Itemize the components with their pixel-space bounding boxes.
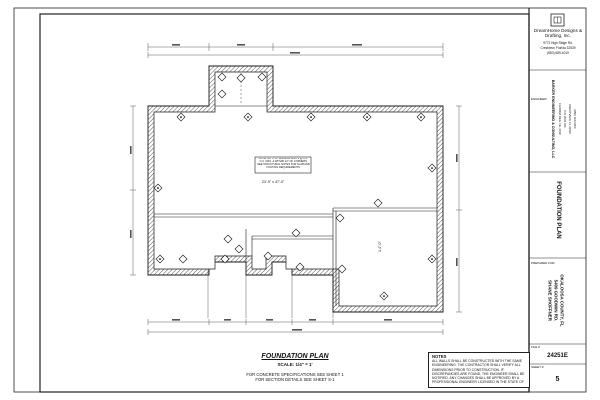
sheet-number: 5	[555, 376, 560, 383]
title-block-grid	[529, 69, 586, 365]
dimension-lines	[130, 43, 462, 335]
engineer-details-4: (850) 000-0000	[573, 109, 577, 129]
company-address-2: Crestview, Florida 32539	[540, 46, 576, 50]
sheet-title: FOUNDATION PLAN	[555, 181, 561, 239]
engineer-label: ENGINEER	[531, 97, 547, 101]
notes-body: ALL WALLS SHALL BE CONSTRUCTED WITH THE …	[432, 359, 525, 385]
detail-marker-centers	[157, 116, 433, 297]
engineer-details-2: P.O. BOX 000	[563, 110, 567, 128]
center-note-box	[254, 156, 312, 174]
foundation-wall	[147, 65, 444, 313]
plan-scale: SCALE: 1/4" = 1'	[277, 362, 313, 367]
client-county: OKALOOSA COUNTY, FL	[559, 274, 565, 327]
interior-slab-lines	[154, 73, 437, 306]
center-note: NOTE: 1/2" x 10" ANCHOR BOLTS @ 6'-0" O.…	[257, 158, 310, 169]
client-name: SHANE SHOFFNER	[547, 280, 553, 321]
company-name: DreamHome Designs & Drafting, Inc.	[533, 28, 583, 39]
room-label-right: 1,4"-0"	[378, 241, 382, 252]
engineer-details-3: CRESTVIEW, FL 32536	[568, 104, 572, 134]
concrete-spec-reference: FOR CONCRETE SPECIFICATIONS SEE SHEET 1	[246, 372, 344, 377]
notes-title: NOTES	[432, 354, 447, 359]
prepared-for-label: PREPARED FOR:	[531, 261, 556, 265]
engineer-details-1: FLORIDA REG. No. 0000	[558, 103, 562, 135]
client-address: 5409 GOODWIN RD.	[553, 279, 559, 322]
room-label-main: 23'-9" x 47'-0"	[262, 180, 285, 184]
company-logo	[550, 13, 565, 27]
company-address-1: 9772 High Ridge Rd.	[543, 41, 573, 45]
file-number: 24251E	[547, 353, 568, 359]
file-label: FILE #:	[531, 345, 541, 349]
notes-box	[428, 352, 530, 388]
section-detail-reference: FOR SECTION DETAILS SEE SHEET S-1	[255, 377, 335, 382]
sheet-label: SHEET #:	[531, 365, 545, 369]
company-address-3: (850) 689-4019	[547, 51, 569, 55]
engineer-name: BARKER ENGINEERING & CONSULTING, LLC	[551, 79, 555, 159]
plan-title: FOUNDATION PLAN	[261, 353, 329, 360]
